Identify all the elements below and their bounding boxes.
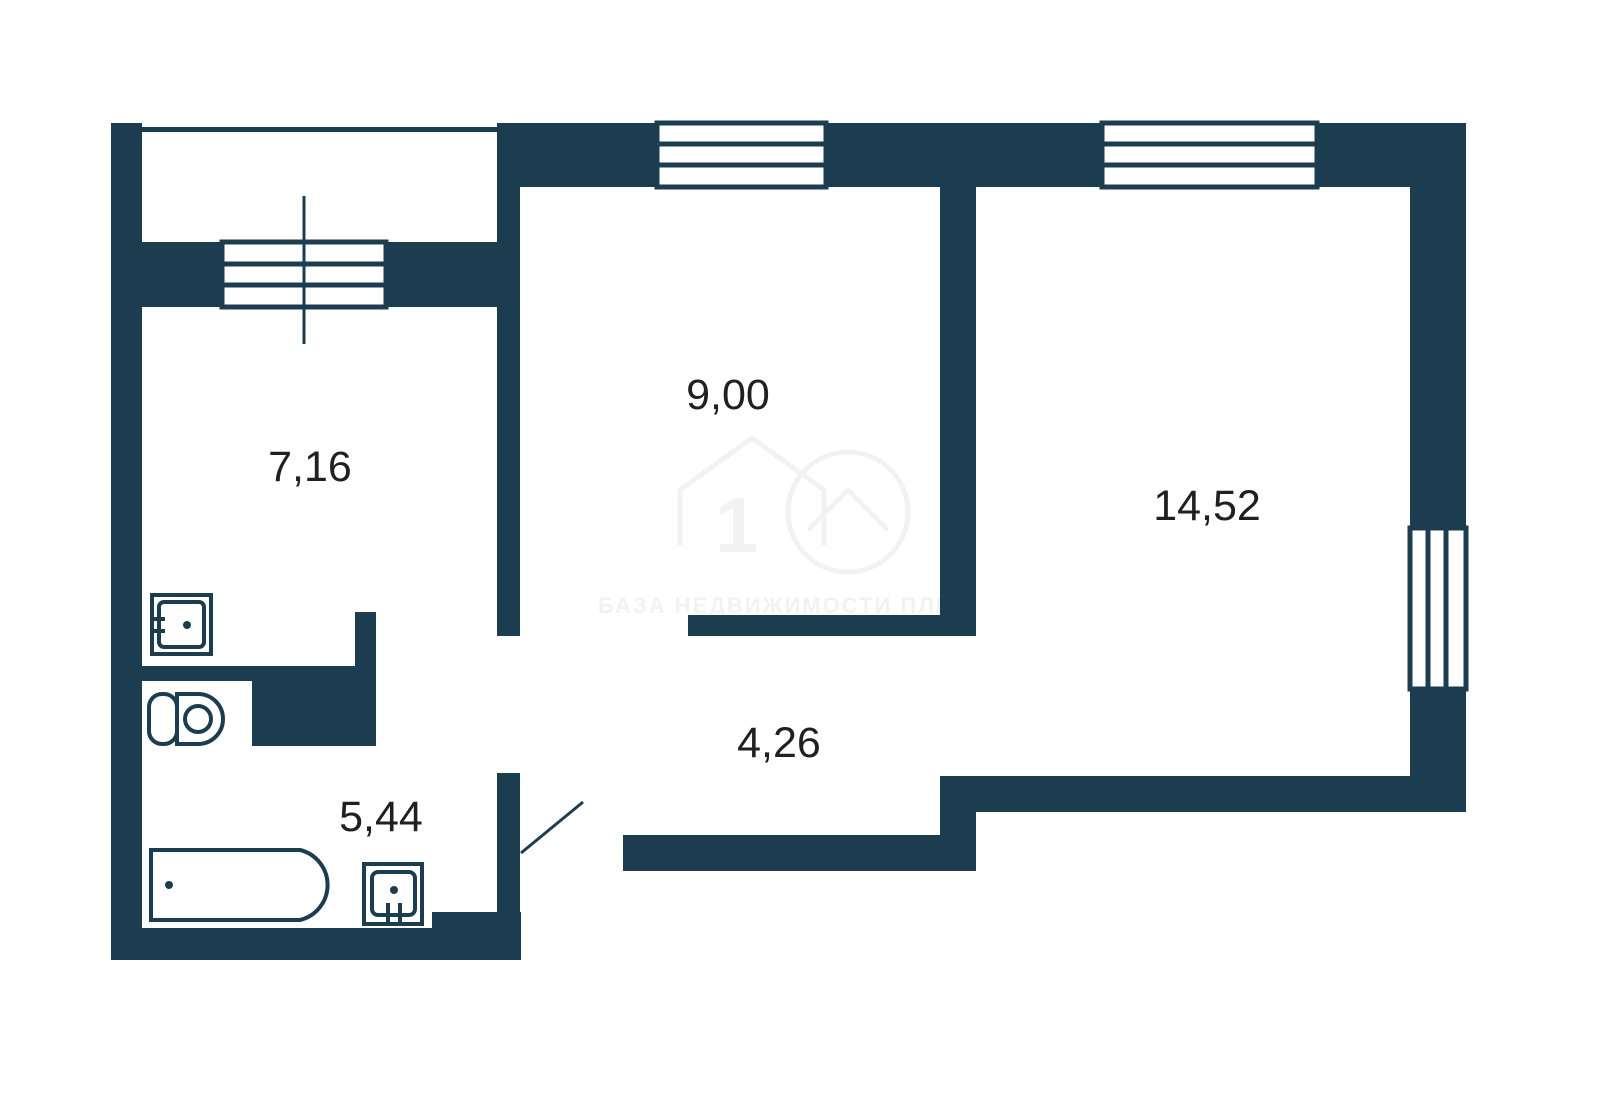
wall-bath-block	[252, 681, 376, 746]
room-area-bedroom: 9,00	[686, 371, 770, 419]
room-area-living-room: 14,52	[1153, 482, 1261, 530]
window-icon	[654, 120, 829, 190]
watermark-text: БАЗА НЕДВИЖИМОСТИ ПЛЮС	[598, 593, 978, 618]
walls	[111, 123, 1466, 960]
room-area-bathroom: 5,44	[339, 793, 423, 841]
room-area-hallway: 4,26	[737, 719, 821, 767]
wall-hall-bottom	[623, 835, 976, 871]
door-icon	[520, 800, 584, 855]
sink-icon	[362, 862, 424, 926]
wall-bedroom-living	[940, 187, 976, 636]
bathtub-icon	[149, 848, 330, 922]
wall-right-top	[1410, 123, 1466, 528]
room-area-kitchen: 7,16	[268, 443, 352, 491]
wall-top-a	[497, 123, 657, 187]
balcony-rail	[142, 127, 497, 132]
wall-left	[111, 123, 142, 960]
stove-icon	[150, 593, 213, 656]
wall-living-bottom	[940, 776, 1466, 812]
wall-bath-partition-h	[142, 666, 376, 681]
svg-text:1: 1	[715, 481, 758, 569]
house-logo-icon: 1	[677, 434, 911, 575]
wall-bedroom-bottom	[688, 615, 976, 636]
wall-kitchen-top-left	[142, 242, 222, 307]
toilet-icon	[147, 692, 225, 746]
window-icon	[1099, 120, 1320, 190]
wall-entrance-stub	[497, 773, 520, 960]
wall-kitchen-top-right	[386, 242, 519, 307]
watermark: 1 БАЗА НЕДВИЖИМОСТИ ПЛЮС	[598, 434, 978, 618]
window-icon	[1407, 525, 1469, 692]
wall-top-b	[826, 123, 1102, 187]
wall-kitchen-bedroom	[497, 123, 520, 636]
